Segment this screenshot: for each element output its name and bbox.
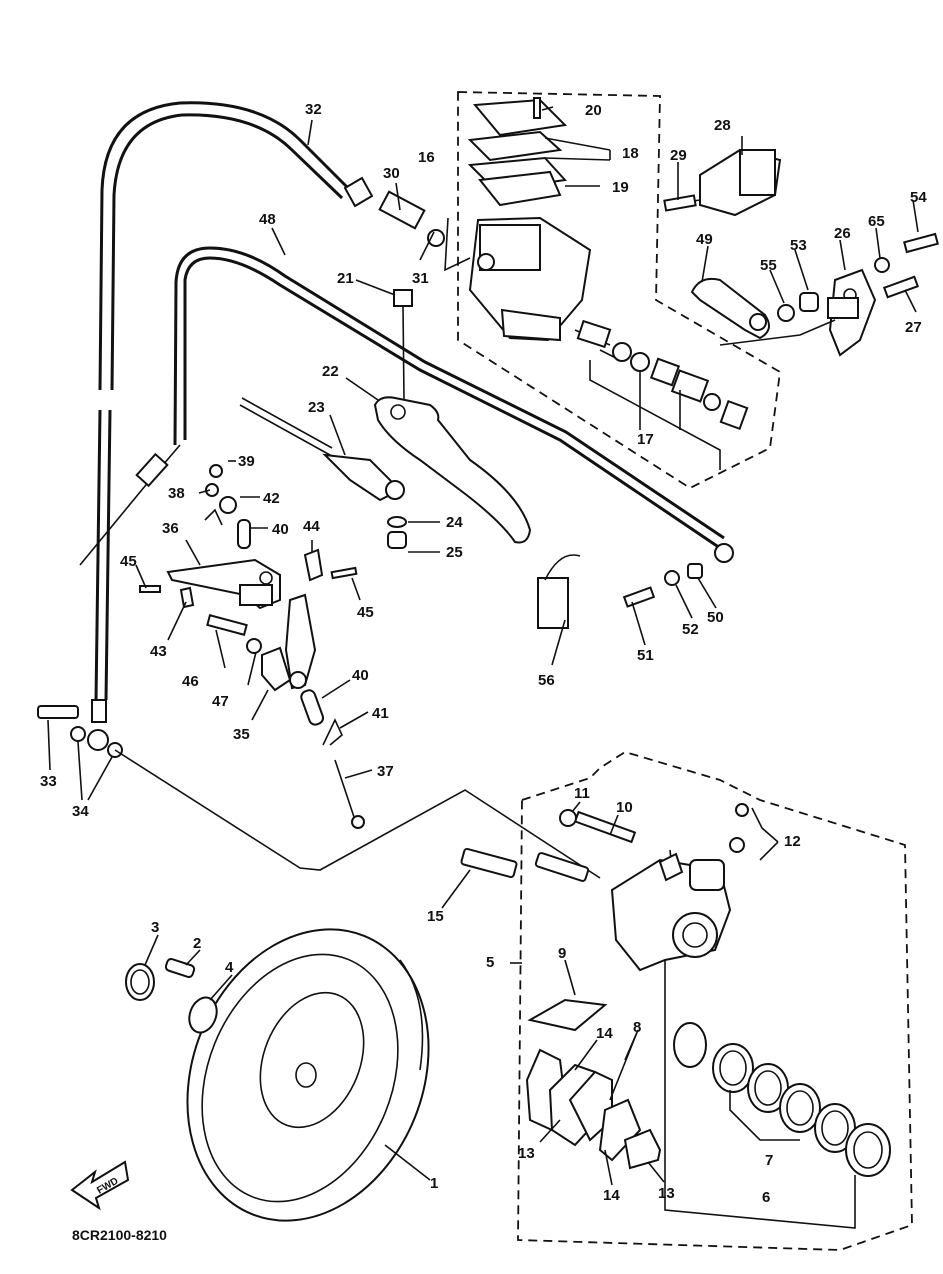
callout-49: 49 (696, 231, 713, 248)
callout-53: 53 (790, 237, 807, 254)
callout-20: 20 (585, 102, 602, 119)
callout-19: 19 (612, 179, 629, 196)
callout-2: 2 (193, 935, 201, 952)
callout-1: 1 (430, 1175, 438, 1192)
callout-39: 39 (238, 453, 255, 470)
pushrod-21 (393, 289, 413, 401)
callout-45-right: 45 (357, 604, 374, 621)
callout-45-left: 45 (120, 553, 137, 570)
callout-25: 25 (446, 544, 463, 561)
callout-27: 27 (905, 319, 922, 336)
leader-lines (47, 106, 919, 1186)
callout-10: 10 (616, 799, 633, 816)
callout-6: 6 (762, 1189, 770, 1206)
callout-54: 54 (910, 189, 927, 206)
tag-56 (537, 554, 581, 629)
linkage-arm-36 (166, 558, 281, 610)
brake-switch-28 (663, 148, 782, 217)
callout-7: 7 (765, 1152, 773, 1169)
callout-8: 8 (633, 1019, 641, 1036)
callout-37: 37 (377, 763, 394, 780)
callout-33: 33 (40, 773, 57, 790)
forward-arrow-icon: FWD (70, 1160, 130, 1211)
callout-35: 35 (233, 726, 250, 743)
callout-13-right: 13 (658, 1185, 675, 1202)
callout-42: 42 (263, 490, 280, 507)
callout-41: 41 (372, 705, 389, 722)
small-parts-53-55 (719, 232, 939, 346)
callout-48: 48 (259, 211, 276, 228)
fittings-30-31 (378, 190, 445, 247)
brake-disc-1 (186, 928, 430, 1222)
piston-kit-17 (574, 319, 749, 470)
callout-65: 65 (868, 213, 885, 230)
diagram-code: 8CR2100-8210 (72, 1227, 167, 1243)
callout-46: 46 (182, 673, 199, 690)
nut-24-25 (387, 516, 407, 549)
callout-21: 21 (337, 270, 354, 287)
master-cylinder (467, 97, 592, 342)
callout-16: 16 (418, 149, 435, 166)
callout-43: 43 (150, 643, 167, 660)
callout-56: 56 (538, 672, 555, 689)
callout-17: 17 (637, 431, 654, 448)
piston-seals-6-7 (664, 960, 891, 1229)
callout-11: 11 (574, 785, 590, 802)
linkage-35 (261, 593, 317, 692)
brake-rod-48 (79, 246, 734, 566)
callout-9: 9 (558, 945, 566, 962)
callout-44: 44 (303, 518, 320, 535)
bolt-51-washers (622, 563, 703, 608)
callout-4: 4 (225, 959, 234, 976)
callout-40-bottom: 40 (352, 667, 369, 684)
brake-cable-32 (87, 101, 374, 751)
callout-5: 5 (486, 954, 494, 971)
caliper-5 (610, 849, 732, 972)
callout-18: 18 (622, 145, 639, 162)
callout-36: 36 (162, 520, 179, 537)
callout-14-upper: 14 (596, 1025, 613, 1042)
callout-38: 38 (168, 485, 185, 502)
callout-23: 23 (308, 399, 325, 416)
callout-29: 29 (670, 147, 687, 164)
callout-40-top: 40 (272, 521, 289, 538)
callout-14-lower: 14 (603, 1187, 620, 1204)
callout-51: 51 (637, 647, 654, 664)
master-cylinder-group-outline (457, 91, 781, 490)
callout-15: 15 (427, 908, 444, 925)
callout-32: 32 (305, 101, 322, 118)
callout-30: 30 (383, 165, 400, 182)
callout-47: 47 (212, 693, 229, 710)
callout-34: 34 (72, 803, 89, 820)
rod-23 (239, 397, 405, 502)
callout-31: 31 (412, 270, 429, 287)
callout-50: 50 (707, 609, 724, 626)
callout-22: 22 (322, 363, 339, 380)
callout-3: 3 (151, 919, 159, 936)
callout-labels: 32 48 30 31 21 16 20 18 19 29 28 54 65 2… (40, 101, 927, 1206)
callout-52: 52 (682, 621, 699, 638)
lever-49 (690, 277, 770, 340)
small-linkage-parts (139, 464, 365, 829)
parts-2-4 (125, 958, 218, 1034)
pads-13-14 (525, 998, 662, 1170)
callout-55: 55 (760, 257, 777, 274)
bolt-33-washers-34 (37, 705, 601, 879)
callout-28: 28 (714, 117, 731, 134)
callout-26: 26 (834, 225, 851, 242)
bracket-26 (827, 268, 877, 357)
bolts-10-15 (460, 803, 749, 882)
callout-24: 24 (446, 514, 463, 531)
callout-13-left: 13 (518, 1145, 535, 1162)
brake-pedal-22 (373, 396, 532, 544)
caliper-group-outline (517, 751, 913, 1251)
callout-12: 12 (784, 833, 801, 850)
